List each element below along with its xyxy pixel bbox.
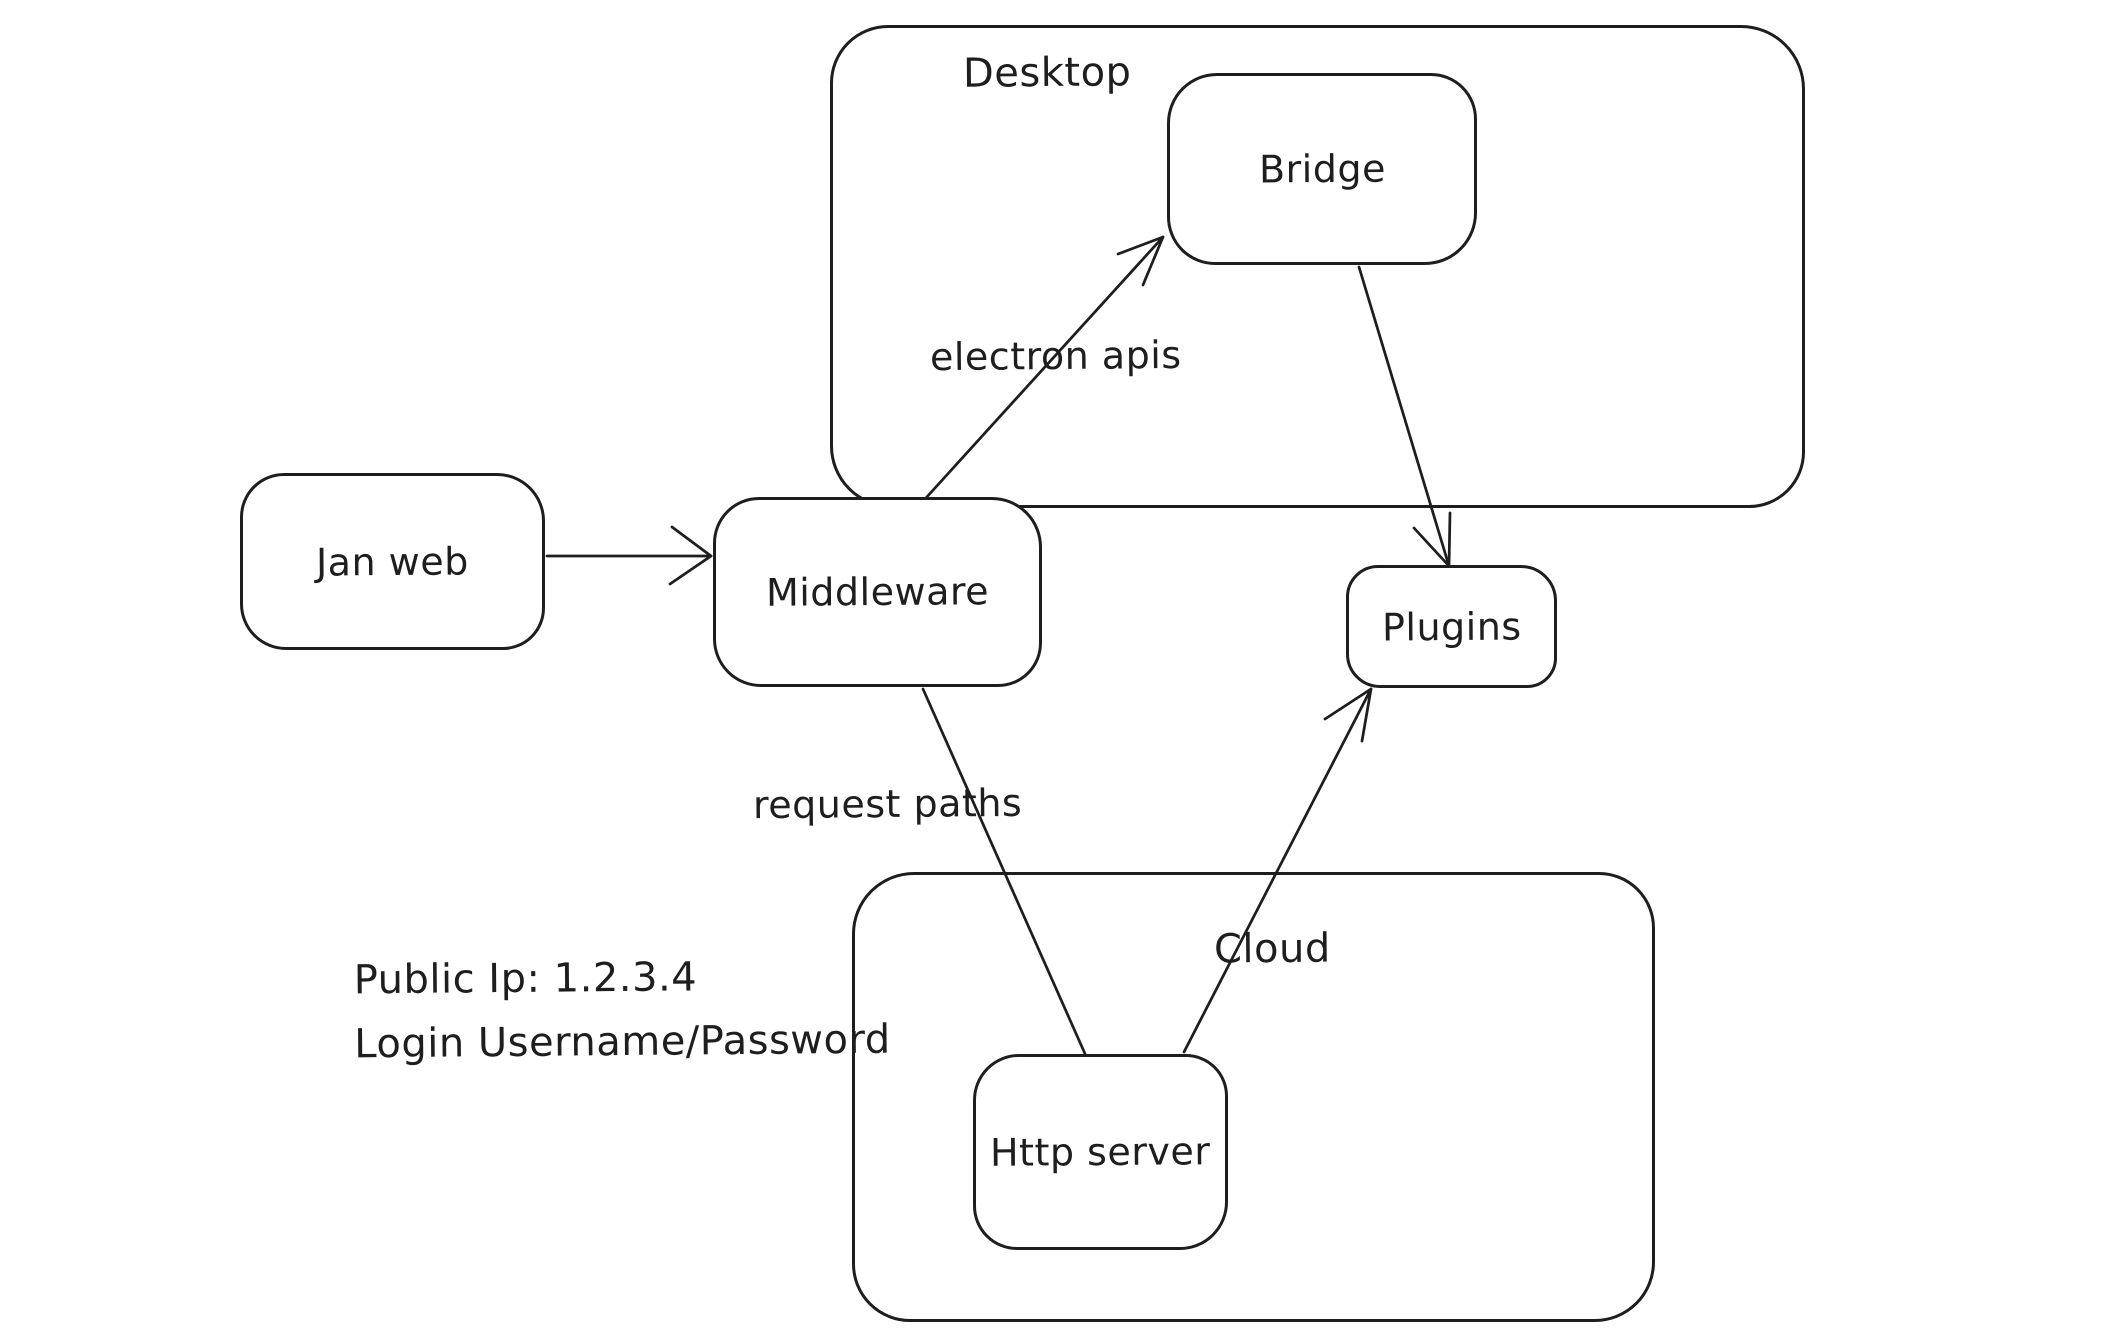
annotation-login: Login Username/Password [354,1016,891,1068]
node-http-server[interactable]: Http server [973,1054,1228,1250]
annotation-credentials[interactable]: Public Ip: 1.2.3.4 Login Username/Passwo… [353,944,891,1077]
annotation-public-ip: Public Ip: 1.2.3.4 [353,954,698,1004]
arrow-middleware-to-bridge[interactable] [923,235,1165,501]
node-jan-web-label: Jan web [315,538,470,585]
container-desktop[interactable] [830,25,1805,508]
edge-label-request-paths[interactable]: request paths [752,780,1023,828]
node-bridge[interactable]: Bridge [1167,73,1477,265]
node-jan-web[interactable]: Jan web [240,473,545,650]
node-middleware-label: Middleware [765,569,990,615]
node-bridge-label: Bridge [1258,146,1386,192]
arrow-http-server-to-plugins[interactable] [1182,687,1373,1054]
node-http-server-label: Http server [990,1129,1211,1175]
container-desktop-label[interactable]: Desktop [962,49,1132,97]
node-plugins-label: Plugins [1381,604,1522,649]
container-cloud[interactable] [852,872,1655,1322]
node-middleware[interactable]: Middleware [713,497,1042,687]
edge-label-electron-apis[interactable]: electron apis [929,332,1182,380]
arrow-jan-web-to-middleware[interactable] [545,525,713,586]
line-middleware-to-http-server[interactable] [921,687,1088,1058]
container-cloud-label[interactable]: Cloud [1213,925,1331,973]
node-plugins[interactable]: Plugins [1346,565,1557,688]
arrow-bridge-to-plugins[interactable] [1357,265,1452,568]
